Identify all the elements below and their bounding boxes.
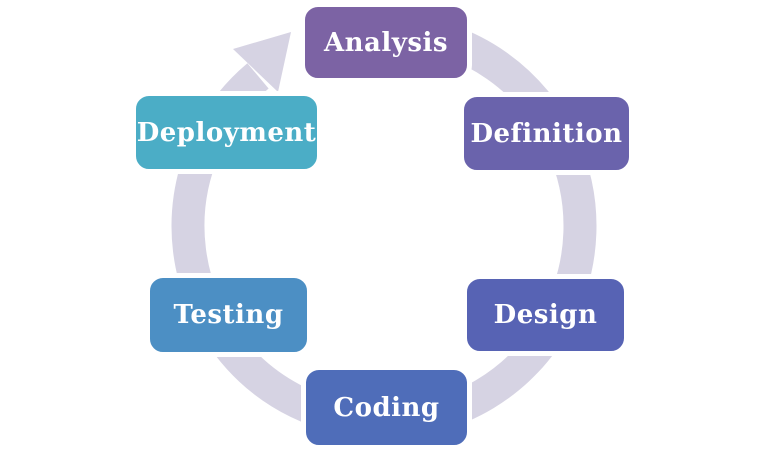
stage-label-definition: Definition (470, 118, 623, 149)
stage-box-analysis: Analysis (300, 2, 472, 83)
stage-label-coding: Coding (333, 392, 440, 423)
stage-box-testing: Testing (145, 273, 312, 357)
stage-label-analysis: Analysis (323, 27, 449, 58)
stage-label-design: Design (493, 300, 598, 330)
stage-box-design: Design (462, 274, 629, 356)
cycle-arc (171, 13, 597, 439)
arrowhead-icon (233, 32, 291, 92)
stage-box-deployment: Deployment (131, 91, 322, 174)
stage-label-testing: Testing (173, 300, 284, 330)
stage-box-coding: Coding (301, 365, 472, 450)
stage-label-deployment: Deployment (136, 117, 317, 148)
stage-box-definition: Definition (459, 92, 634, 175)
